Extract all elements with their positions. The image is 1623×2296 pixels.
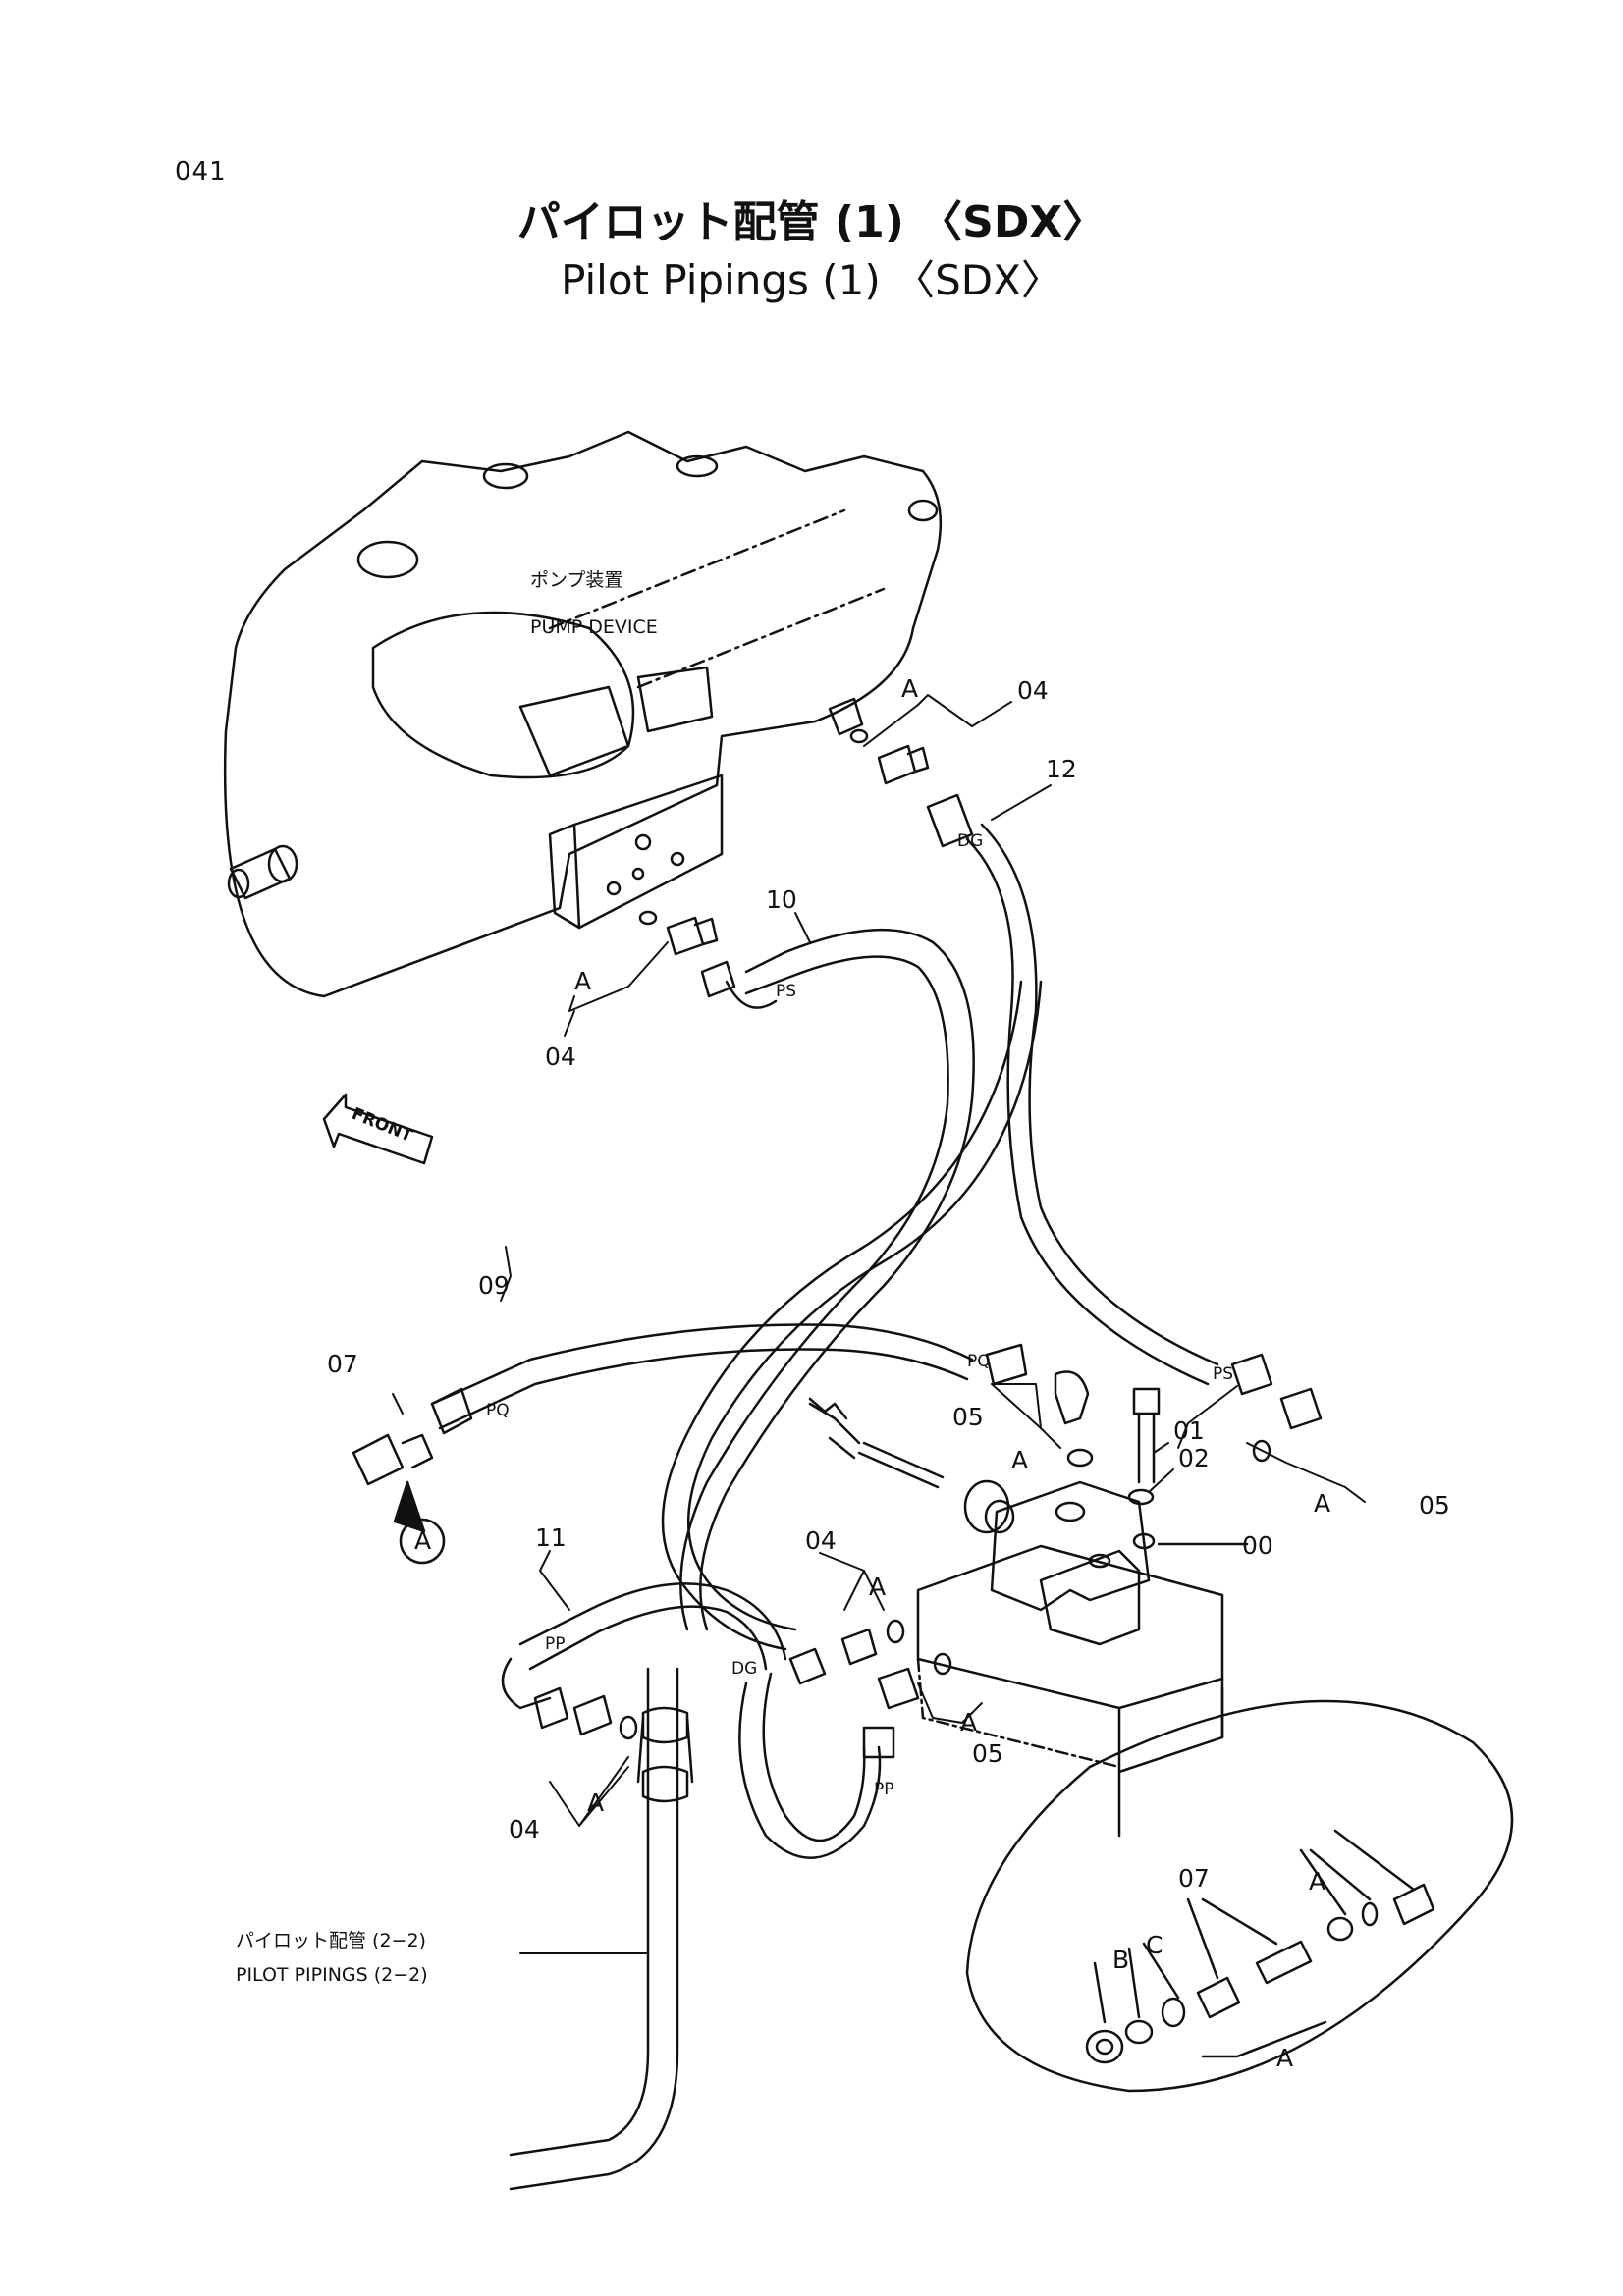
inset-letter-b: B — [1112, 1946, 1129, 1974]
callout-11: 11 — [535, 1523, 567, 1552]
callout-12: 12 — [1046, 755, 1077, 783]
callout-02: 02 — [1178, 1444, 1210, 1472]
hose-mark-pq-2: PQ — [967, 1352, 991, 1371]
ref-pilot-label-en: PILOT PIPINGS (2−2) — [236, 1964, 428, 1986]
pump-device — [223, 430, 943, 998]
detail-inset — [965, 1699, 1514, 2093]
valve-assembly — [808, 1387, 1249, 1838]
front-arrow — [322, 1093, 434, 1165]
callout-07-left: 07 — [327, 1350, 358, 1378]
title-english: Pilot Pipings (1) 〈SDX〉 — [561, 256, 1062, 304]
view-a-letter: A — [414, 1526, 431, 1555]
callout-04-top: 04 — [1017, 676, 1049, 705]
labels: ポンプ装置 PUMP DEVICE FRONT パイロット配管 (2−2) PI… — [236, 569, 1450, 2072]
hose-mark-pp-2: PP — [874, 1780, 894, 1799]
view-a-pointer — [393, 1480, 446, 1565]
pump-label-jp: ポンプ装置 — [530, 569, 622, 591]
leader-lines — [392, 694, 1366, 1954]
hose-mark-dg-2: DG — [731, 1659, 757, 1679]
callout-07-inset: 07 — [1178, 1864, 1210, 1893]
hose-mark-pq-1: PQ — [486, 1401, 510, 1420]
hose-mark-ps-2: PS — [1213, 1364, 1233, 1384]
fittings — [352, 728, 1323, 1759]
callout-04-mid: 04 — [805, 1526, 837, 1555]
inset-letter-a: A — [1276, 2044, 1293, 2072]
letter-a-2: A — [574, 967, 591, 995]
page-number: 041 — [175, 157, 227, 187]
letter-a-6: A — [960, 1708, 977, 1736]
inset-letter-c: C — [1146, 1931, 1163, 1959]
hose-mark-pp-1: PP — [545, 1634, 566, 1654]
callout-00: 00 — [1242, 1531, 1273, 1560]
callout-05-right: 05 — [1419, 1491, 1450, 1520]
hoses — [430, 823, 1219, 2191]
callout-04-left: 04 — [545, 1042, 576, 1071]
callout-04-bottom: 04 — [509, 1815, 540, 1843]
letter-a-3: A — [1011, 1446, 1028, 1474]
pump-label-en: PUMP DEVICE — [530, 616, 658, 638]
callout-05-top: 05 — [952, 1403, 984, 1431]
hose-mark-dg-1: DG — [957, 831, 983, 851]
letter-a-7: A — [587, 1789, 604, 1817]
letter-a-1: A — [901, 674, 918, 703]
callout-01: 01 — [1173, 1416, 1205, 1445]
callout-05-bottom: 05 — [972, 1739, 1003, 1768]
letter-a-4: A — [1314, 1489, 1330, 1518]
ref-pilot-label-jp: パイロット配管 (2−2) — [236, 1930, 426, 1951]
hose-mark-ps-1: PS — [776, 982, 796, 1001]
callout-10: 10 — [766, 885, 797, 914]
letter-a-8: A — [1309, 1867, 1325, 1896]
callout-09: 09 — [478, 1271, 510, 1300]
title-japanese: パイロット配管 (1) 〈SDX〉 — [516, 197, 1107, 247]
letter-a-5: A — [869, 1573, 886, 1601]
